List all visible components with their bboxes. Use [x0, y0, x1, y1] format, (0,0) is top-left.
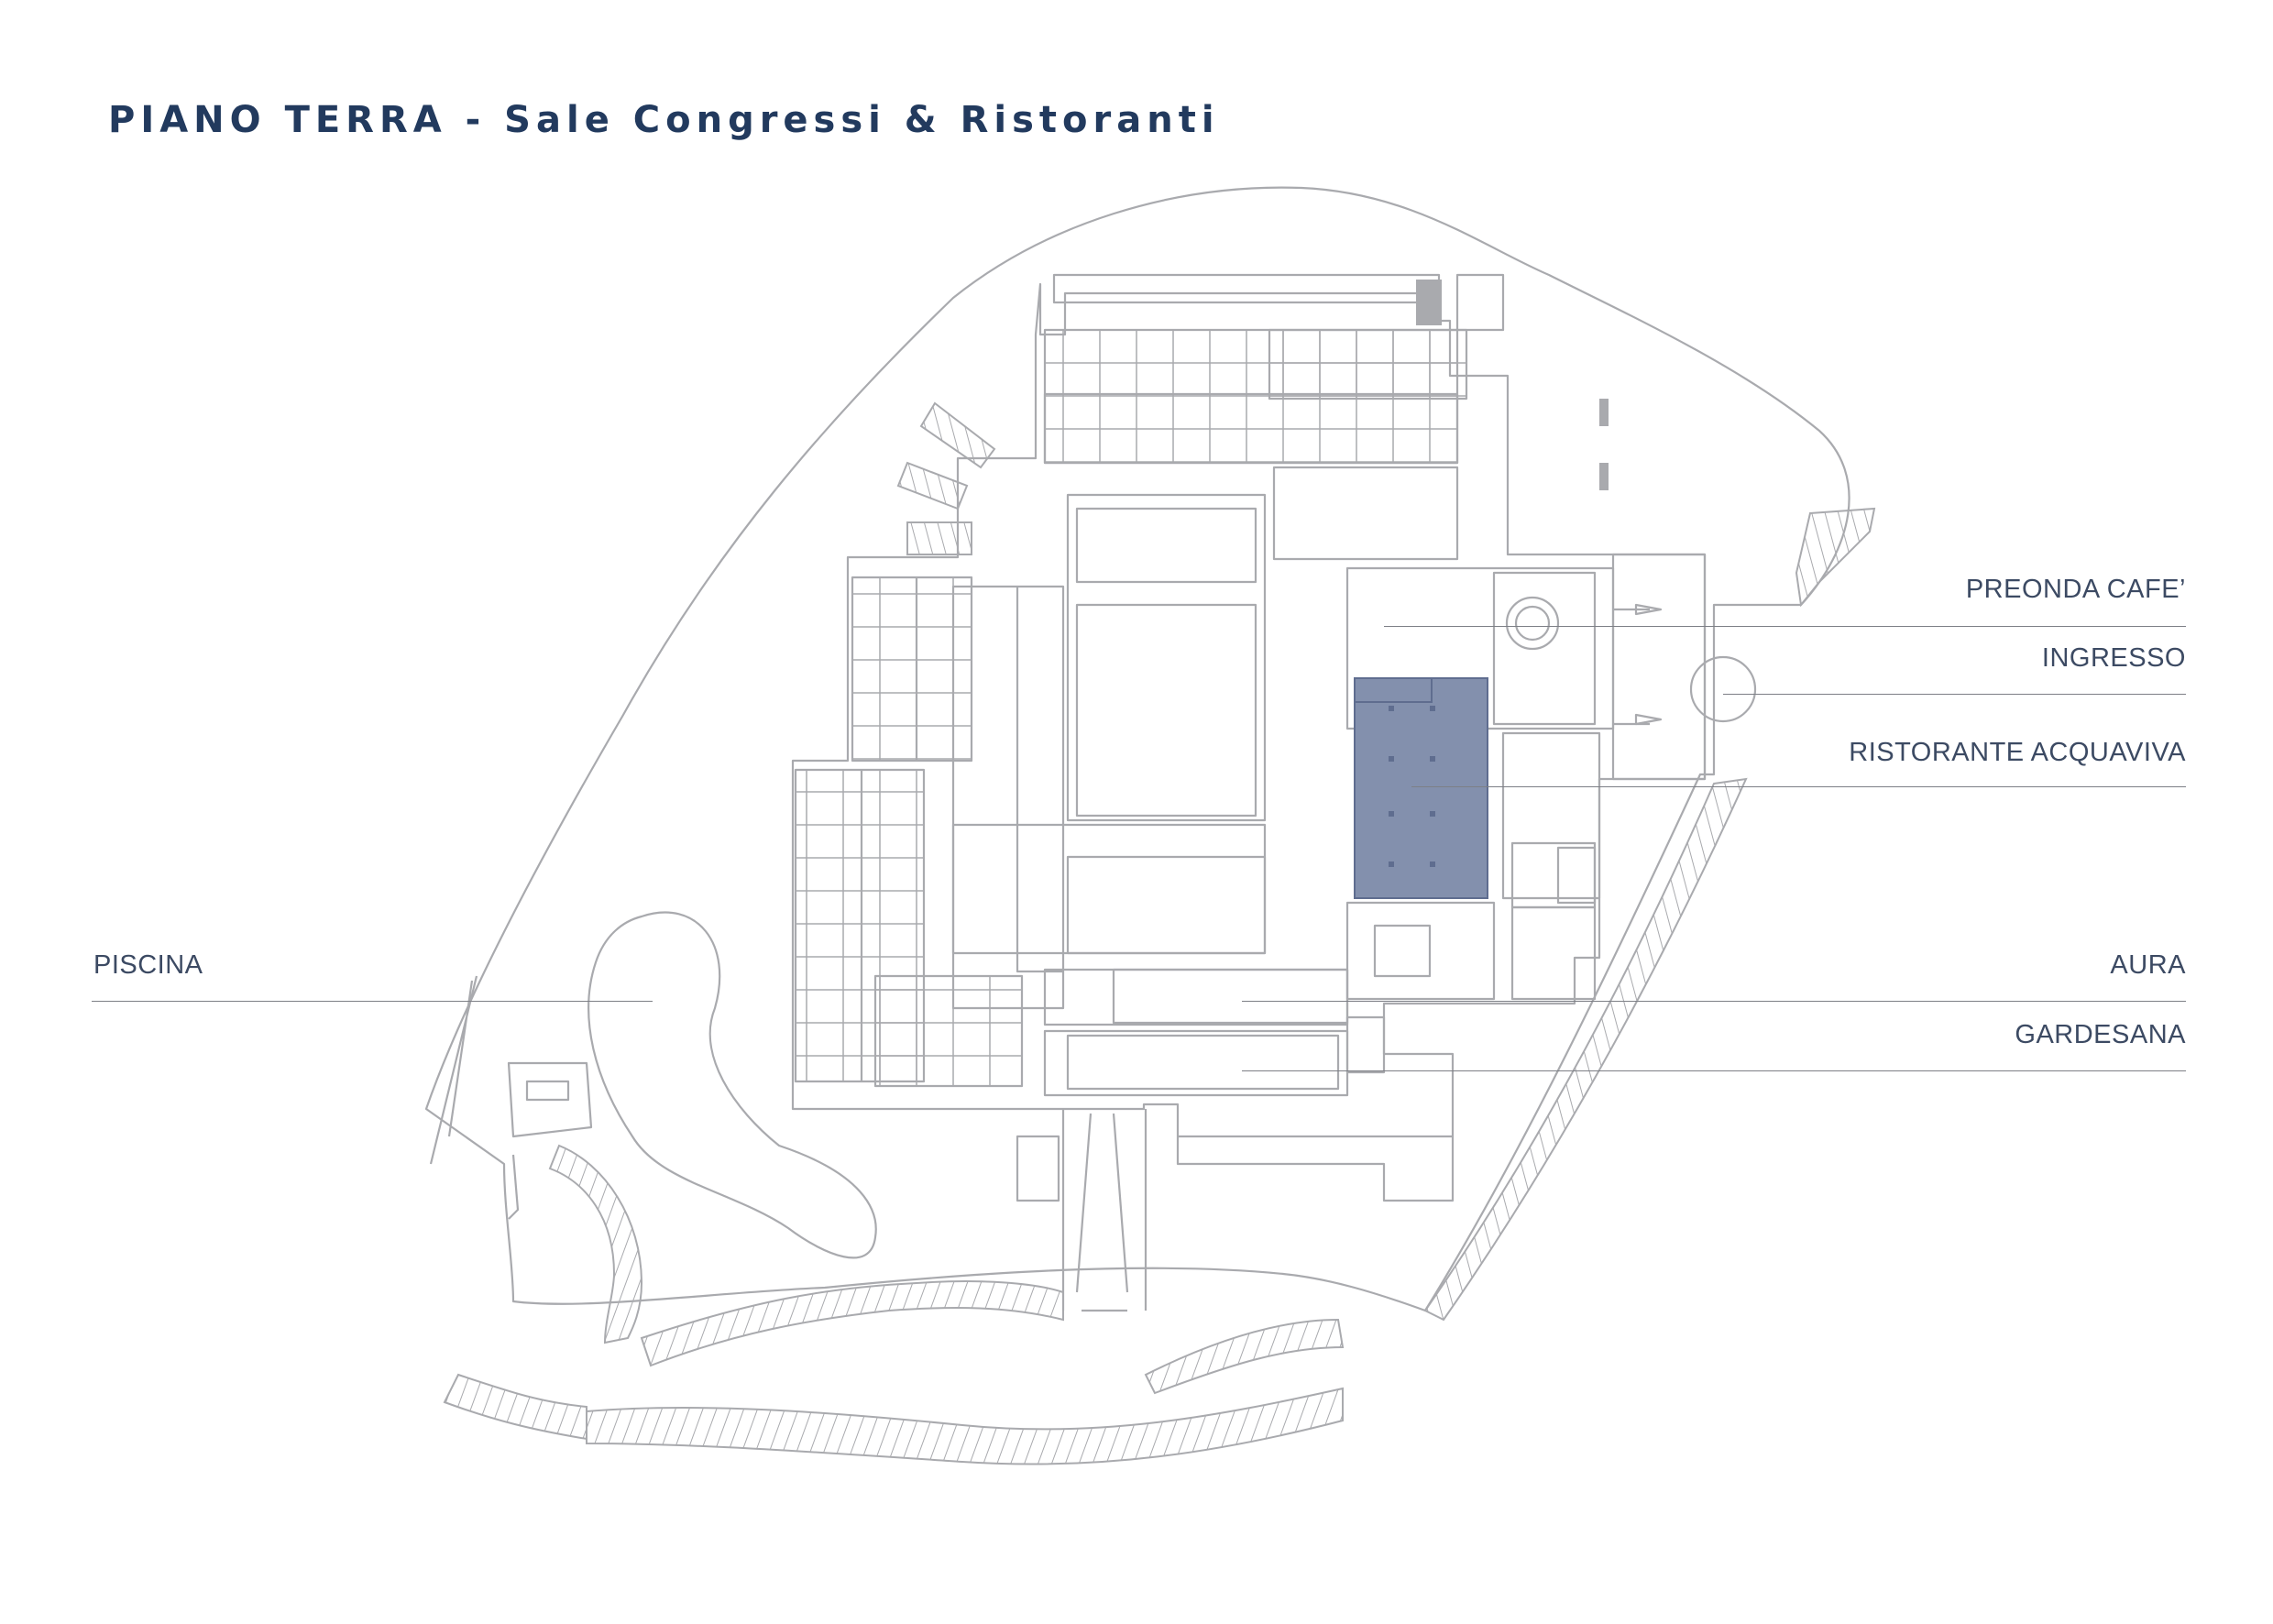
gardesana-leader [1242, 1070, 2186, 1071]
label-aura: AURA [2110, 950, 2186, 980]
acquaviva-leader [1411, 786, 2186, 787]
label-piscina: PISCINA [93, 950, 203, 980]
page-title: PIANO TERRA - Sale Congressi & Ristorant… [108, 99, 1220, 141]
site-boundary [424, 186, 1850, 1312]
preonda-leader [1384, 626, 2186, 627]
piscina-leader [92, 1001, 653, 1002]
pool-outline [587, 911, 877, 1259]
label-gardesana: GARDESANA [2015, 1020, 2186, 1049]
acquaviva-room-highlight [1354, 677, 1488, 899]
ingresso-leader [1723, 694, 2186, 695]
aura-leader [1242, 1001, 2186, 1002]
label-ristorante-acquaviva: RISTORANTE ACQUAVIVA [1849, 738, 2186, 767]
label-ingresso: INGRESSO [2041, 643, 2186, 673]
label-preonda-cafe: PREONDA CAFE’ [1965, 575, 2186, 604]
